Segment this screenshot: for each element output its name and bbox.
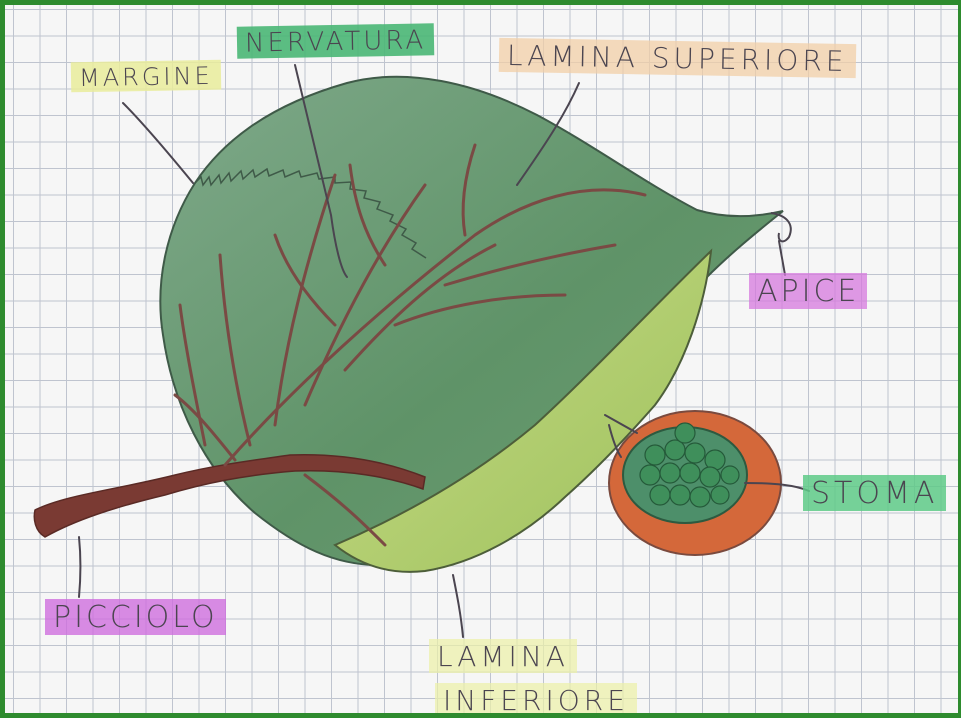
label-lamina-superiore: LAMINA SUPERIORE (499, 38, 856, 78)
label-lamina-inferiore-line1: LAMINA (429, 639, 577, 673)
label-stoma: STOMA (803, 475, 946, 511)
label-lamina-inferiore-line2: INFERIORE (435, 683, 637, 717)
label-apice: APICE (749, 273, 867, 309)
label-margine: MARGINE (71, 60, 221, 93)
label-picciolo: PICCIOLO (45, 599, 226, 635)
label-nervatura: NERVATURA (237, 23, 435, 58)
